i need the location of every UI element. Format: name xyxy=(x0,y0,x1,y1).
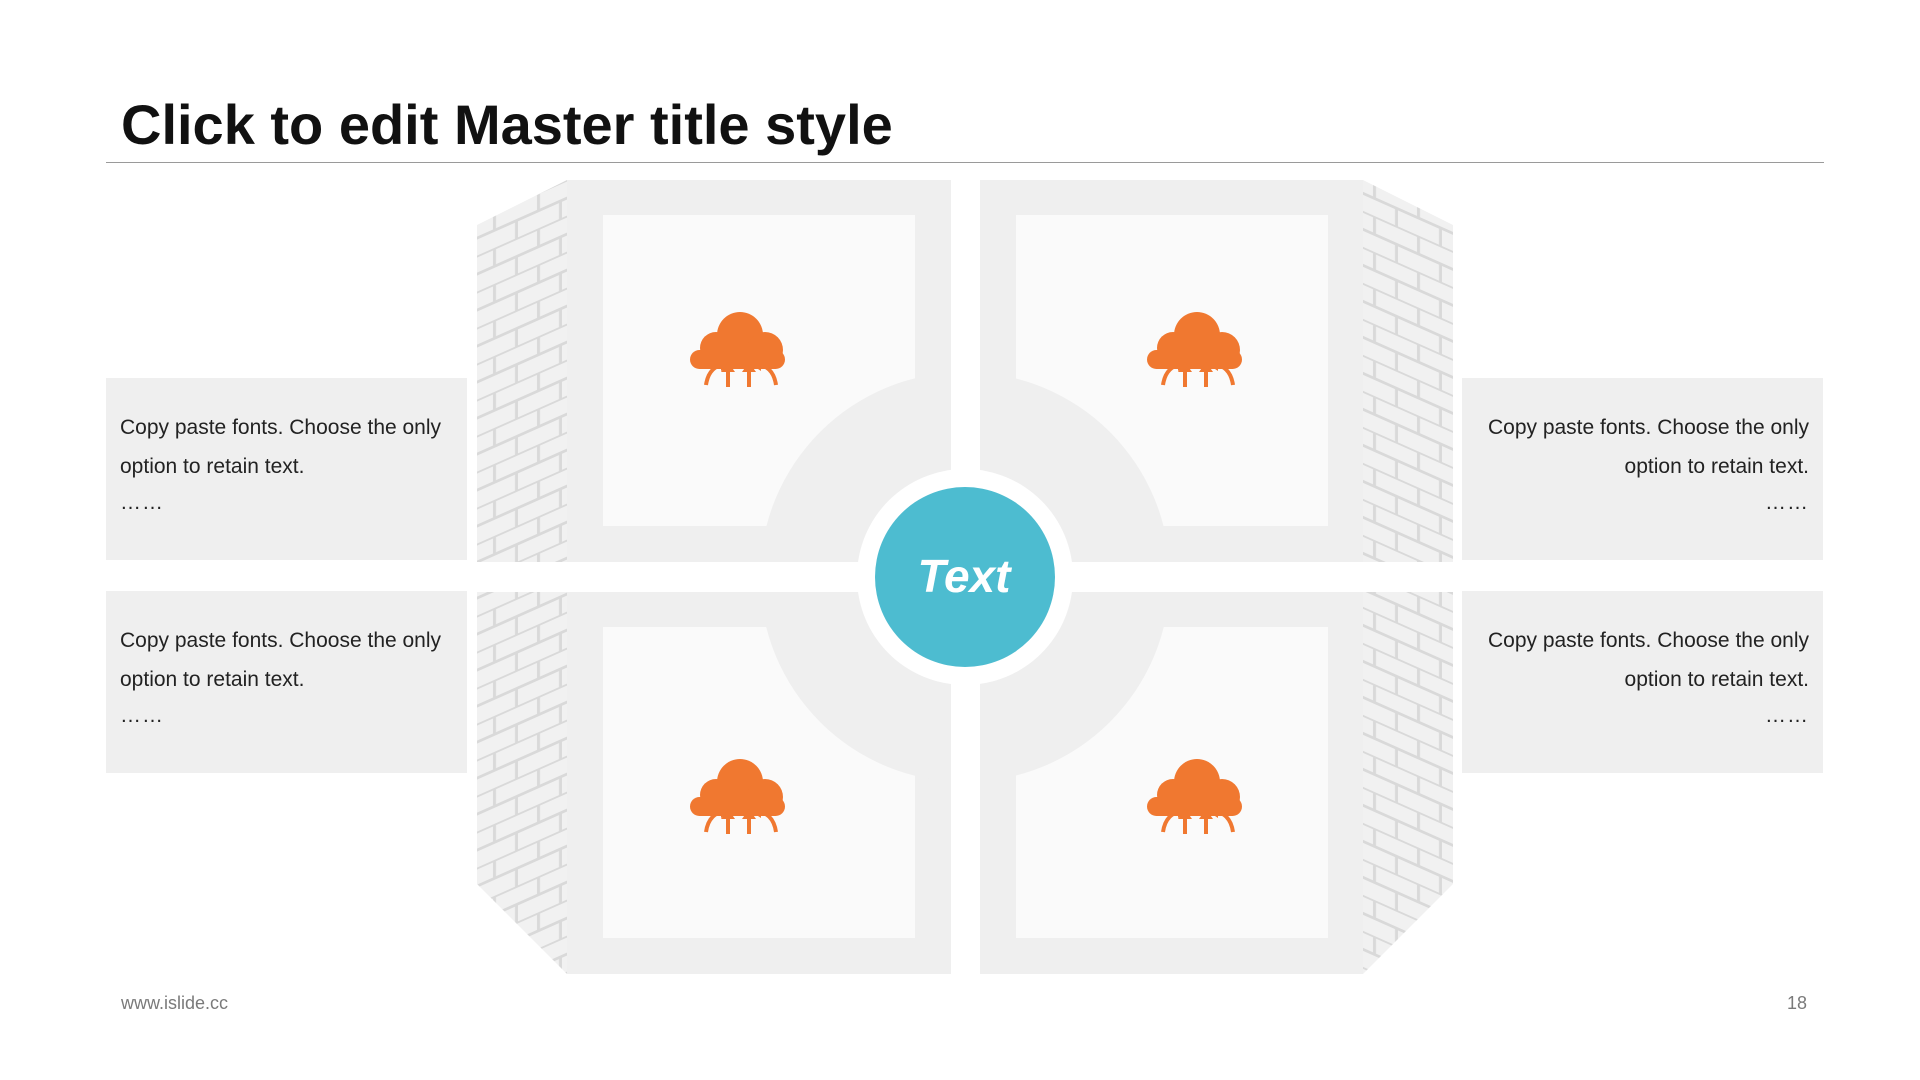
title-divider xyxy=(106,162,1824,163)
page-number: 18 xyxy=(1786,993,1807,1013)
cloud-upload-icon xyxy=(1147,312,1242,387)
center-label: Text xyxy=(917,550,1011,602)
text-box-body: Copy paste fonts. Choose the only option… xyxy=(1487,629,1809,691)
center-circle xyxy=(875,487,1055,667)
text-box-ellipsis: …… xyxy=(1765,491,1809,514)
slide-title: Click to edit Master title style xyxy=(121,93,893,156)
footer-url: www.islide.cc xyxy=(121,993,229,1013)
cloud-upload-icon xyxy=(1147,759,1242,834)
cloud-upload-icon xyxy=(690,759,785,834)
text-box-body: Copy paste fonts. Choose the only option… xyxy=(120,629,442,691)
text-box-body: Copy paste fonts. Choose the only option… xyxy=(1487,416,1809,478)
text-box-ellipsis: …… xyxy=(1765,704,1809,727)
quadrant-top-left xyxy=(567,180,951,562)
text-box-ellipsis: …… xyxy=(120,704,164,727)
text-box-bottom-right: Copy paste fonts. Choose the only option… xyxy=(1462,591,1823,773)
text-box-body: Copy paste fonts. Choose the only option… xyxy=(120,416,442,478)
text-box-bottom-left: Copy paste fonts. Choose the only option… xyxy=(106,591,467,773)
text-box-ellipsis: …… xyxy=(120,491,164,514)
text-box-top-right: Copy paste fonts. Choose the only option… xyxy=(1462,378,1823,560)
cloud-upload-icon xyxy=(690,312,785,387)
text-box-top-left: Copy paste fonts. Choose the only option… xyxy=(106,378,467,560)
